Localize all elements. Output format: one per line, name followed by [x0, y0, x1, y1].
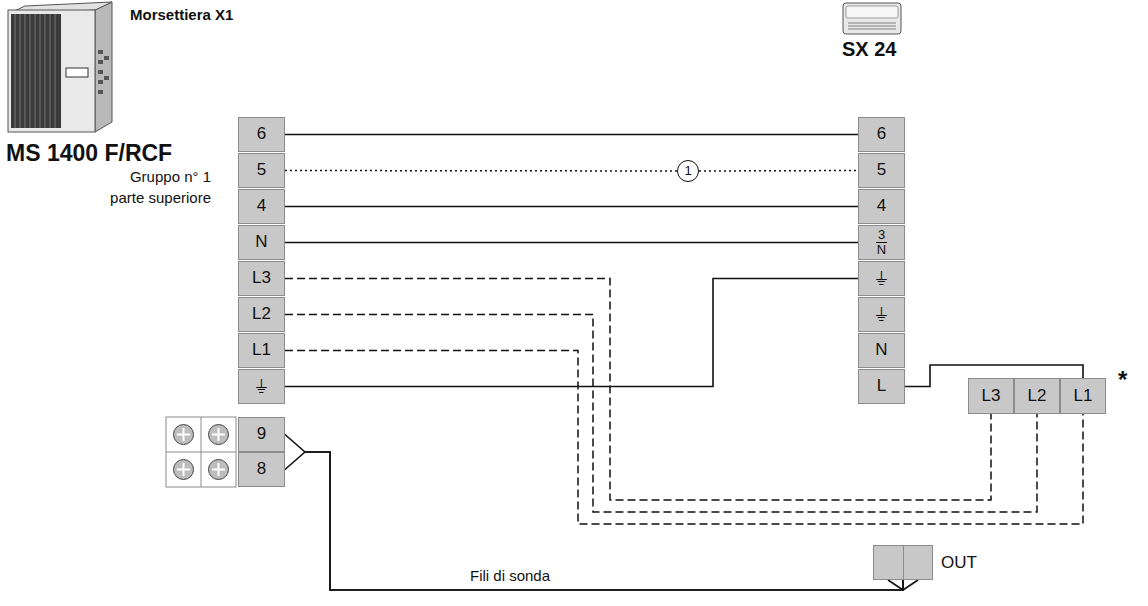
terminal-label: 4	[257, 197, 266, 216]
terminal-label: 6	[877, 125, 886, 144]
terminal: ⏚	[858, 261, 905, 296]
wire-line	[285, 206, 858, 208]
unit-note: Gruppo n° 1 parte superiore	[96, 166, 211, 208]
wire	[285, 134, 858, 135]
terminal: 4	[238, 189, 285, 224]
terminal: L1	[238, 333, 285, 368]
sensor-connector: OUT	[873, 545, 933, 580]
terminal: 8	[238, 452, 285, 487]
terminal-label: 6	[257, 125, 266, 144]
wire	[285, 351, 1083, 525]
terminal-label: 3	[876, 228, 887, 243]
terminal: L1	[1060, 378, 1106, 414]
wire	[285, 279, 858, 387]
terminal: L2	[238, 297, 285, 332]
terminal: 5	[858, 153, 905, 188]
terminal: L	[858, 369, 905, 404]
wire-line	[285, 170, 677, 172]
terminal-label: N	[877, 243, 886, 257]
wire-line	[285, 315, 1037, 513]
terminal-label: L2	[252, 305, 271, 324]
wire	[285, 170, 677, 172]
unit-name: SX 24	[842, 38, 896, 61]
terminal-label: 9	[257, 425, 266, 444]
wire	[285, 435, 903, 591]
terminal: L3	[238, 261, 285, 296]
terminal: 4	[858, 189, 905, 224]
connector-label: OUT	[941, 553, 977, 573]
terminal: 9	[238, 417, 285, 452]
terminal: N	[238, 225, 285, 260]
terminal-label: 8	[257, 460, 266, 479]
terminal-block-title: Morsettiera X1	[130, 6, 233, 23]
wire-line	[285, 351, 1083, 525]
terminal: 5	[238, 153, 285, 188]
ground-symbol: ⏚	[875, 269, 888, 289]
callout-number: 1	[684, 164, 691, 178]
ground-symbol: ⏚	[255, 377, 268, 397]
wire-line	[285, 242, 858, 244]
wire	[285, 315, 1037, 513]
wire-line	[285, 435, 903, 591]
terminal-label: L3	[982, 387, 1001, 406]
terminal: L3	[968, 378, 1014, 414]
wire-label: Fili di sonda	[470, 567, 550, 584]
wire	[285, 206, 858, 207]
terminal-label: N	[255, 233, 267, 252]
wire-line	[699, 170, 858, 172]
ground-symbol: ⏚	[875, 305, 888, 325]
wire	[285, 279, 991, 501]
wire	[699, 170, 858, 172]
indoor-unit-illustration	[843, 3, 901, 34]
terminal: N	[858, 333, 905, 368]
terminal-label: L3	[252, 269, 271, 288]
callout-number: 1	[677, 160, 699, 182]
terminal-label: L1	[252, 341, 271, 360]
terminal: ⏚	[238, 369, 285, 404]
outdoor-unit-illustration	[8, 2, 112, 132]
terminal: 6	[238, 117, 285, 152]
terminal-label: L1	[1074, 387, 1093, 406]
wire-line	[285, 279, 991, 501]
screw-terminal-grid	[166, 417, 236, 487]
wire-line	[285, 134, 858, 136]
terminal-label: 4	[877, 197, 886, 216]
terminal: 6	[858, 117, 905, 152]
terminal-label: L	[877, 377, 886, 396]
note-marker: *	[1118, 366, 1127, 394]
terminal: 3N	[858, 225, 905, 260]
terminal-label: L2	[1028, 387, 1047, 406]
wire	[285, 452, 903, 590]
wire	[285, 242, 858, 243]
terminal: ⏚	[858, 297, 905, 332]
terminal-label: 5	[257, 161, 266, 180]
terminal: L2	[1014, 378, 1060, 414]
wire-line	[285, 279, 858, 387]
terminal-label: 5	[877, 161, 886, 180]
terminal-label: N	[875, 341, 887, 360]
wire-line	[285, 452, 903, 590]
unit-name: MS 1400 F/RCF	[6, 140, 172, 167]
